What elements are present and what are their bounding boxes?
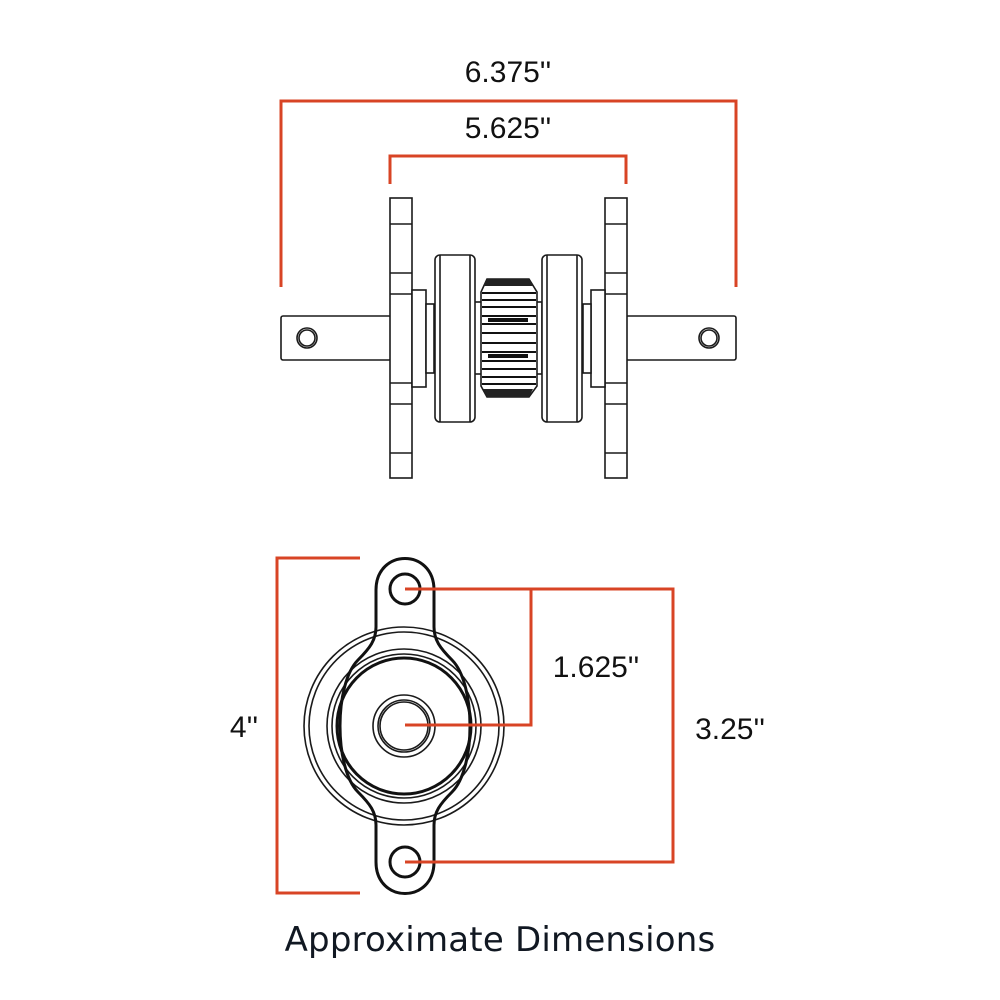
- right-wheel: [541, 254, 583, 423]
- overall-height-label: 4'': [230, 711, 258, 744]
- center-bearing: [480, 278, 538, 398]
- hole-to-hole-dimension-line: [405, 587, 675, 864]
- left-wheel: [434, 254, 476, 423]
- top-view-dimensions: 6.375'' 5.625'': [279, 56, 738, 287]
- overall-height-dimension-line: [275, 556, 360, 895]
- hole-to-center-label: 1.625'': [553, 651, 640, 684]
- left-side-plate: [389, 197, 413, 479]
- overall-width-label: 6.375'': [465, 56, 552, 89]
- bracket-span-dimension-line: [388, 154, 628, 184]
- hole-to-hole-label: 3.25'': [695, 713, 765, 746]
- diagram-caption: Approximate Dimensions: [284, 920, 716, 960]
- left-bushing: [411, 289, 427, 388]
- bottom-view-dimensions: 4'' 1.625'' 3.25'': [230, 556, 765, 895]
- right-tab-hole: [698, 327, 720, 349]
- right-side-plate: [604, 197, 628, 479]
- hole-to-center-dimension-line: [405, 587, 533, 727]
- right-bushing: [590, 289, 606, 388]
- bracket-span-label: 5.625'': [465, 112, 552, 145]
- pulley-side-view: [280, 197, 737, 479]
- left-tab-hole: [296, 327, 318, 349]
- overall-width-dimension-line: [279, 99, 738, 287]
